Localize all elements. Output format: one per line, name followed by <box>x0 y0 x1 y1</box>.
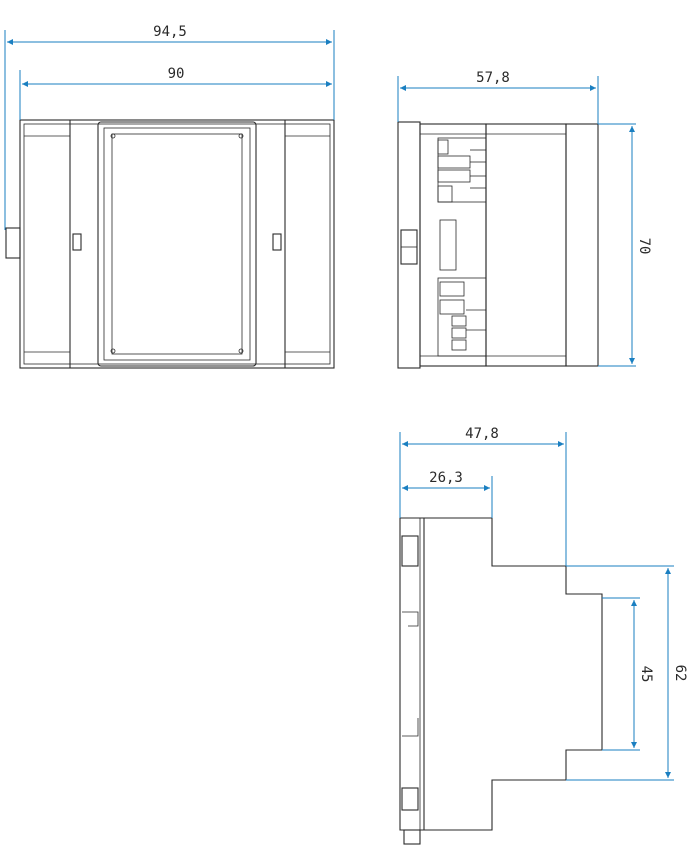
dim-label-side-depth: 57,8 <box>476 70 510 86</box>
dim-label-profile-depth: 47,8 <box>465 426 499 442</box>
right-slot <box>272 233 282 251</box>
dim-label-total-width: 94,5 <box>153 24 187 40</box>
profile-view <box>399 517 603 845</box>
front-housing <box>19 119 335 369</box>
din-clip <box>5 227 21 259</box>
dim-label-profile-outer-height: 62 <box>672 665 688 682</box>
side-dimensions: 57,8 70 <box>397 70 652 367</box>
profile-outline <box>399 517 603 831</box>
front-dimensions: 94,5 90 <box>4 24 335 230</box>
dim-label-profile-step: 26,3 <box>429 470 463 486</box>
side-view <box>397 121 599 369</box>
front-view <box>5 110 335 369</box>
left-slot <box>72 233 82 251</box>
profile-dimensions: 47,8 26,3 45 62 <box>399 426 688 781</box>
dim-label-body-width: 90 <box>168 66 185 82</box>
dim-label-side-height: 70 <box>636 238 652 255</box>
dim-label-profile-inner-height: 45 <box>638 666 654 683</box>
front-cover <box>97 121 257 367</box>
